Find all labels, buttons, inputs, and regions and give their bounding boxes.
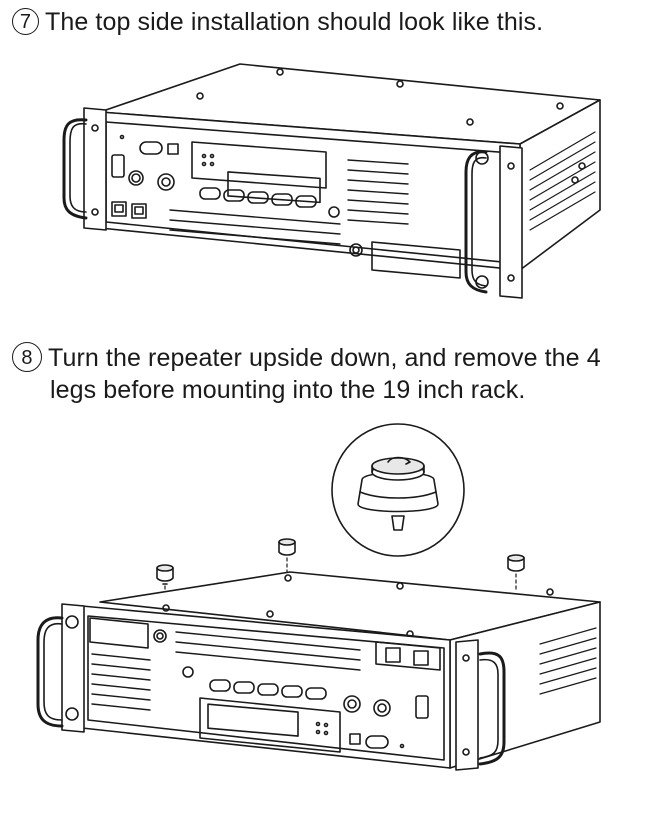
top-side-installation-figure — [0, 60, 658, 310]
step-8-line-2: legs before mounting into the 19 inch ra… — [50, 376, 526, 404]
step-7-line-1: The top side installation should look li… — [45, 8, 544, 36]
step-8-line-1: Turn the repeater upside down, and remov… — [48, 344, 601, 372]
step-number-badge: 7 — [12, 8, 39, 35]
leg-closeup-icon — [358, 458, 438, 531]
step-number-badge: 8 — [12, 342, 42, 372]
leg-icon — [508, 555, 524, 571]
leg-icon — [279, 539, 295, 555]
upside-down-repeater-figure — [0, 422, 658, 829]
leg-icon — [157, 565, 173, 584]
